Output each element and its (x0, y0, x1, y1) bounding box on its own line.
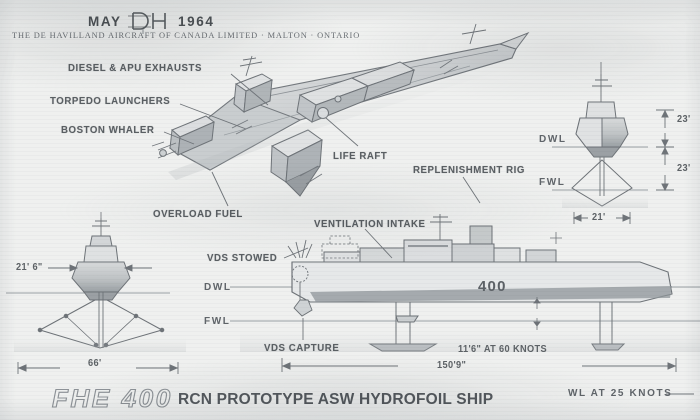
dimension-front-beam-hull: 21' 6" (16, 262, 43, 273)
profile-elevation-view (230, 214, 700, 395)
dimension-section-draft: 23' (677, 163, 691, 174)
isometric-plan-view (151, 23, 530, 197)
waterline-label-section-dwl: DWL (539, 134, 567, 145)
dimension-foilborne-height: 11'6" AT 60 KNOTS (458, 344, 547, 355)
dimension-front-foil-span: 66' (88, 358, 102, 369)
dimension-overall-length: 150'9" (437, 360, 467, 371)
dimension-section-beam: 21' (592, 212, 606, 223)
fhe-400-logotype: FHE 400 (51, 384, 173, 413)
callout-replenishment-rig: REPLENISHMENT RIG (413, 164, 525, 176)
waterline-label-wl-at-speed: WL AT 25 KNOTS (568, 388, 673, 399)
de-havilland-dh-logo (128, 12, 166, 34)
header-month: MAY (88, 14, 122, 29)
callout-vds-stowed: VDS STOWED (207, 252, 278, 264)
callout-torpedo-launchers: TORPEDO LAUNCHERS (50, 95, 171, 107)
drawing-title: RCN PROTOTYPE ASW HYDROFOIL SHIP (178, 391, 494, 408)
dimension-section-freeboard: 23' (677, 114, 691, 125)
header-year: 1964 (178, 14, 215, 29)
front-elevation-view (6, 212, 186, 374)
header-company-line: THE DE HAVILLAND AIRCRAFT OF CANADA LIMI… (12, 31, 361, 40)
callout-leader-lines (163, 73, 481, 340)
hull-pennant-number: 400 (478, 278, 507, 295)
waterline-label-profile-dwl: DWL (204, 282, 232, 293)
body-section-view (552, 62, 674, 224)
callout-vds-capture: VDS CAPTURE (264, 342, 340, 354)
callout-diesel-apu-exhausts: DIESEL & APU EXHAUSTS (68, 62, 202, 74)
callout-overload-fuel: OVERLOAD FUEL (153, 208, 243, 220)
waterline-label-profile-fwl: FWL (204, 316, 231, 327)
callout-ventilation-intake: VENTILATION INTAKE (314, 218, 426, 230)
callout-life-raft: LIFE RAFT (333, 150, 388, 162)
callout-boston-whaler: BOSTON WHALER (61, 124, 155, 136)
waterline-label-section-fwl: FWL (539, 177, 566, 188)
